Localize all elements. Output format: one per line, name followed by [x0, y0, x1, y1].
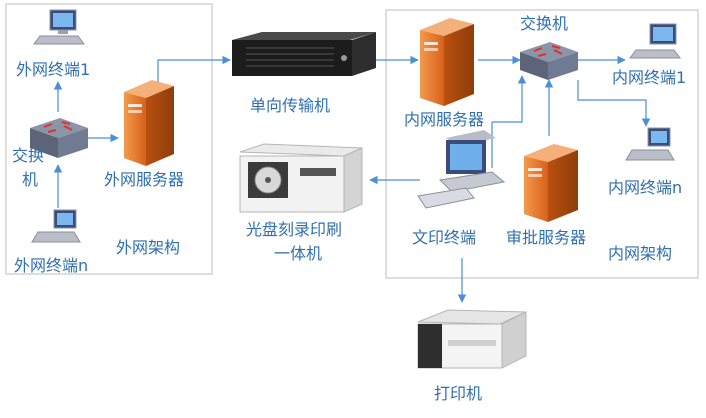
inner-server-icon — [420, 18, 474, 106]
outer-switch-label-line1: 交换 — [12, 146, 45, 165]
inner-switch-icon — [520, 42, 578, 80]
outer-terminal-1-label: 外网终端1 — [16, 60, 91, 79]
print-terminal-label: 文印终端 — [412, 228, 477, 247]
inner-server-label: 内网服务器 — [404, 110, 485, 129]
printer-label: 打印机 — [434, 384, 483, 403]
outer-switch-label-line2: 机 — [22, 170, 39, 189]
outer-server-icon — [124, 80, 174, 166]
disc-burning-printer-icon — [239, 143, 363, 213]
outer-terminal-1-icon — [33, 9, 85, 45]
outer-switch-icon — [30, 118, 88, 158]
printer-icon — [417, 309, 527, 369]
inner-terminal-n-icon — [625, 127, 675, 161]
disc-machine-label-line2: 一体机 — [274, 244, 323, 263]
outer-server-label: 外网服务器 — [104, 170, 185, 189]
outer-network-frame — [5, 3, 213, 275]
disc-machine-label-line1: 光盘刻录印刷 — [246, 220, 343, 239]
outer-net-title: 外网架构 — [116, 238, 181, 257]
one-way-transfer-machine-icon — [232, 32, 376, 76]
inner-terminal-n-label: 内网终端n — [608, 178, 683, 197]
inner-terminal-1-icon — [629, 23, 681, 59]
transfer-machine-label: 单向传输机 — [250, 96, 331, 115]
inner-net-title: 内网架构 — [608, 244, 673, 263]
inner-network-frame — [385, 9, 699, 279]
outer-terminal-n-label: 外网终端n — [14, 256, 89, 275]
print-terminal-icon — [417, 130, 506, 209]
inner-terminal-1-label: 内网终端1 — [612, 68, 687, 87]
approval-server-icon — [524, 144, 578, 222]
connector-lines — [53, 55, 651, 303]
inner-switch-label: 交换机 — [520, 14, 569, 33]
outer-terminal-n-icon — [31, 209, 81, 243]
approval-server-label: 审批服务器 — [506, 228, 587, 247]
